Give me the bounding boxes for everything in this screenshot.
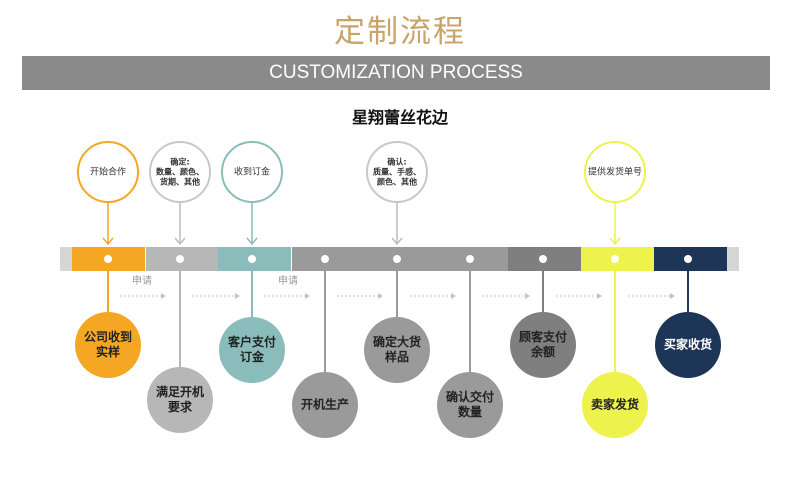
step-circle — [75, 312, 141, 378]
note-text: 质量、手感、 — [373, 167, 421, 177]
flow-arrow-head — [670, 293, 675, 299]
step-label: 余额 — [530, 344, 555, 359]
step-label: 公司收到 — [84, 329, 132, 344]
step-label: 客户支付 — [227, 334, 276, 349]
timeline-dot — [393, 255, 401, 263]
step-label: 样品 — [385, 349, 409, 364]
arrow-label: 申请 — [132, 274, 152, 287]
step-label: 确认交付 — [446, 389, 494, 404]
note-text: 提供发货单号 — [588, 166, 642, 178]
note-text: 确定: — [170, 157, 189, 167]
note-text: 收到订金 — [234, 166, 270, 178]
note-text: 颜色、其他 — [377, 177, 417, 187]
step-label: 满足开机 — [156, 384, 204, 399]
note-text: 确认: — [387, 157, 406, 167]
flow-arrow-head — [451, 293, 456, 299]
step-circle — [655, 312, 721, 378]
timeline-dot — [684, 255, 692, 263]
flow-arrow-head — [525, 293, 530, 299]
step-label: 要求 — [168, 399, 193, 414]
step-label: 实样 — [96, 344, 120, 359]
arrow-label: 申请 — [278, 274, 298, 287]
step-label: 数量 — [458, 404, 482, 419]
page-title: 定制流程 — [334, 14, 466, 50]
arrow-down-icon — [102, 237, 114, 246]
flow-arrow-head — [305, 293, 310, 299]
step-circle — [437, 372, 503, 438]
brand-name: 星翔蕾丝花边 — [351, 108, 448, 127]
note-text: 货期、其他 — [159, 177, 200, 187]
step-circle — [582, 372, 648, 438]
flow-arrow-head — [235, 293, 240, 299]
flow-arrow-head — [597, 293, 602, 299]
timeline-cap-left — [60, 247, 72, 271]
step-circle — [147, 367, 213, 433]
timeline-dot — [321, 255, 329, 263]
step-circle — [510, 312, 576, 378]
step-label: 买家收货 — [664, 337, 712, 352]
timeline-dot — [176, 255, 184, 263]
step-circle — [364, 317, 430, 383]
step-circle — [219, 317, 285, 383]
note-text: 数量、颜色、 — [156, 167, 204, 177]
step-label: 确定大货 — [373, 334, 421, 349]
timeline-dot — [104, 255, 112, 263]
arrow-down-icon — [609, 237, 621, 246]
process-banner: CUSTOMIZATION PROCESS — [22, 56, 770, 90]
step-label: 订金 — [240, 349, 265, 364]
arrow-down-icon — [174, 237, 186, 246]
flow-arrow-head — [161, 293, 166, 299]
flow-arrow-head — [378, 293, 383, 299]
timeline-dot — [539, 255, 547, 263]
timeline-dot — [611, 255, 619, 263]
arrow-down-icon — [391, 237, 403, 246]
step-circle — [292, 372, 358, 438]
timeline-dot — [248, 255, 256, 263]
timeline-cap-right — [727, 247, 739, 271]
step-label: 开机生产 — [301, 397, 349, 412]
step-label: 卖家发货 — [591, 397, 639, 412]
timeline-dot — [466, 255, 474, 263]
arrow-down-icon — [246, 237, 258, 246]
step-label: 顾客支付 — [519, 329, 567, 344]
note-text: 开始合作 — [90, 166, 126, 178]
